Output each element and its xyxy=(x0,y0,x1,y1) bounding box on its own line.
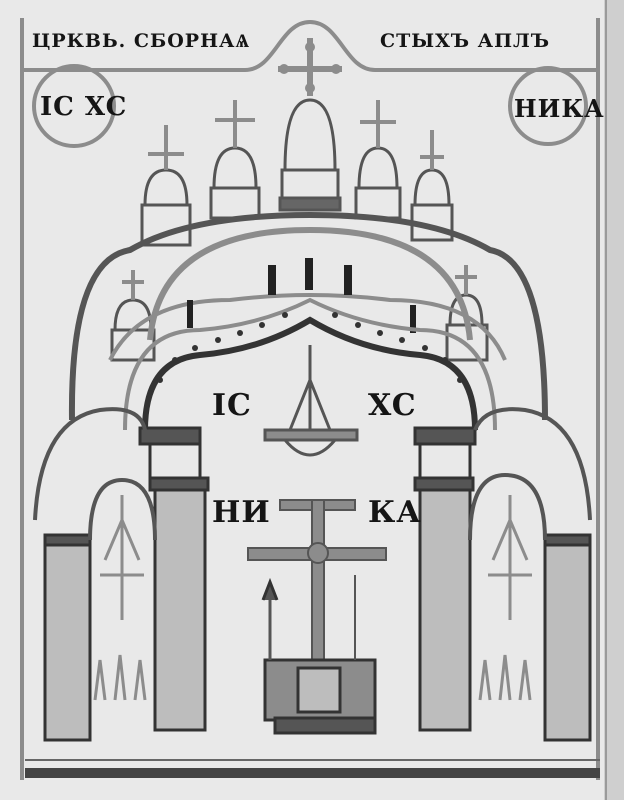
central-arch xyxy=(142,316,478,431)
small-crosses xyxy=(122,100,477,300)
header-right-title: СТЫХЪ АПЛЪ xyxy=(380,30,551,52)
altar-cross-icon xyxy=(247,499,387,661)
inscription-ic: IC xyxy=(212,388,252,423)
ground-strip xyxy=(25,768,600,778)
medallion-right: НИКА xyxy=(514,94,605,123)
main-dome xyxy=(68,211,548,421)
chandelier xyxy=(263,345,359,457)
page-gutter xyxy=(604,0,624,800)
frame xyxy=(20,18,600,780)
arch-dots xyxy=(157,312,463,383)
inscription-xc: XC xyxy=(368,388,417,423)
cross-icon xyxy=(278,38,342,96)
side-chandeliers xyxy=(93,495,532,701)
altar xyxy=(261,575,377,735)
dome-windows xyxy=(187,258,416,333)
inscription-ni: НИ xyxy=(212,495,271,530)
columns xyxy=(43,426,592,742)
header-left-title: ЦРКВЬ. СБОРНАѦ xyxy=(32,30,251,52)
domes xyxy=(110,98,489,362)
inscription-ka: КА xyxy=(368,495,422,530)
side-arches xyxy=(33,407,592,541)
medallion-left: IC XC xyxy=(40,92,128,122)
